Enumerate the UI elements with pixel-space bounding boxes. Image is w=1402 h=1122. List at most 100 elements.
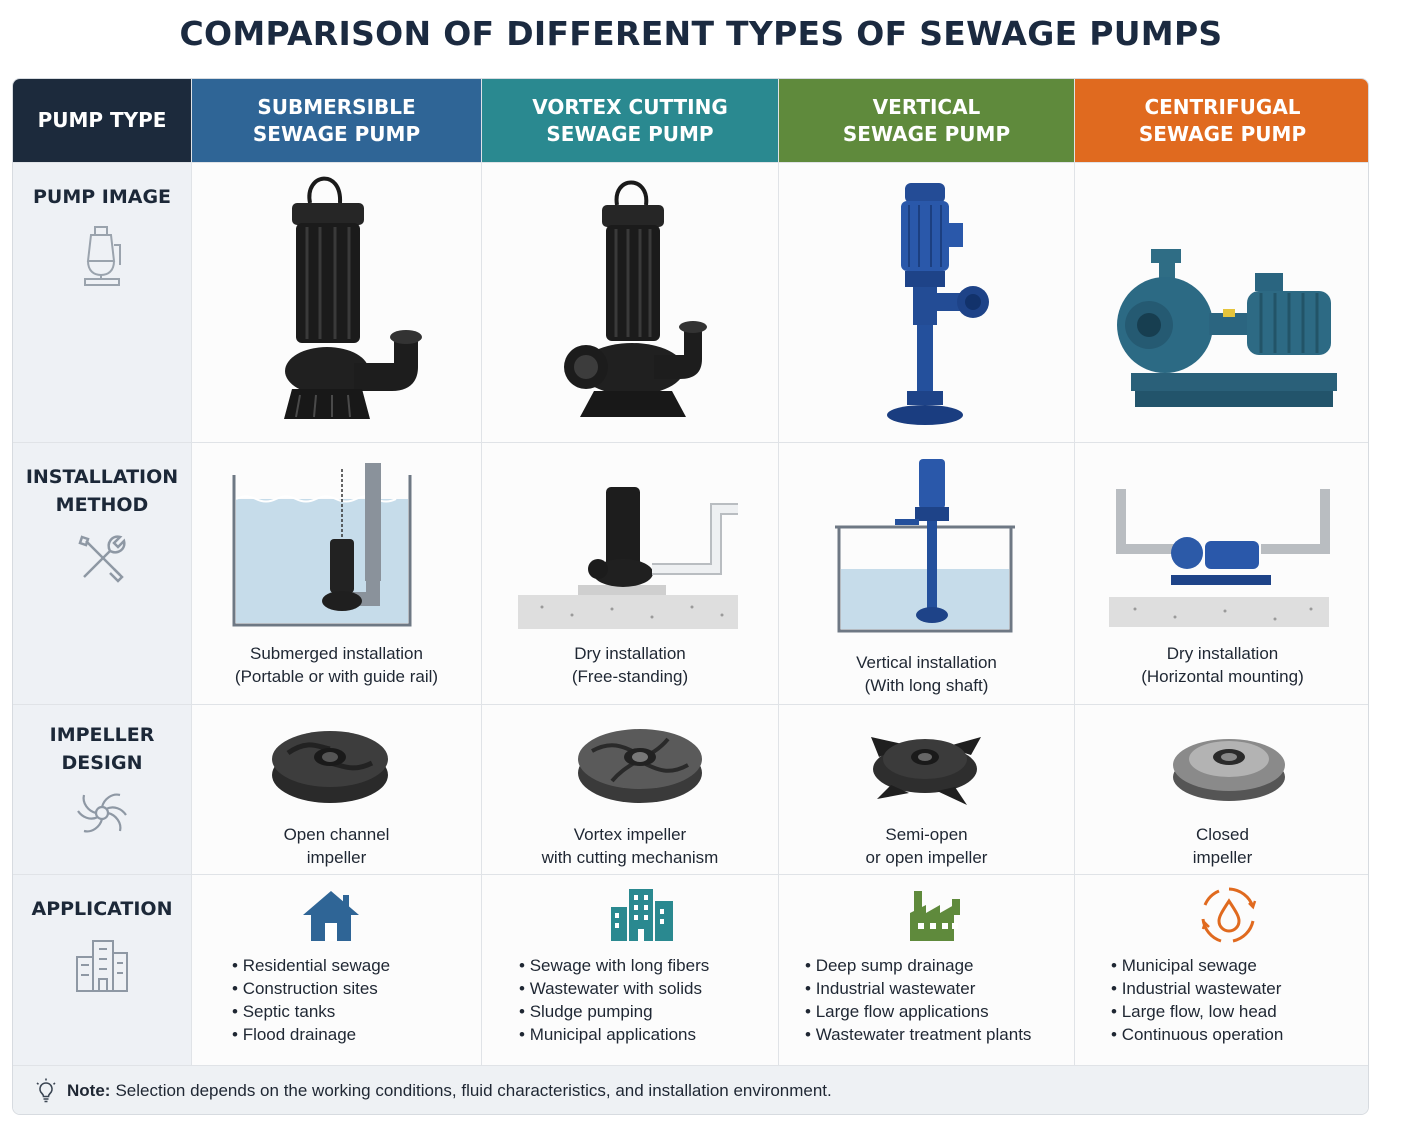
impeller-closed: Closed impeller bbox=[1075, 705, 1368, 875]
note-bar: Note: Selection depends on the working c… bbox=[13, 1066, 1368, 1114]
header-line1: CENTRIFUGAL bbox=[1144, 94, 1301, 119]
list-item: Sludge pumping bbox=[519, 1000, 709, 1023]
submersible-pump-image bbox=[284, 176, 422, 419]
impeller-caption: Closed impeller bbox=[1075, 823, 1368, 869]
caption-line1: Vertical installation bbox=[856, 653, 997, 672]
caption-line1: Closed bbox=[1196, 825, 1249, 844]
row-label-impeller: IMPELLER DESIGN bbox=[13, 705, 192, 875]
list-item: Residential sewage bbox=[232, 954, 390, 977]
caption-line1: Vortex impeller bbox=[573, 825, 687, 844]
list-item: Wastewater treatment plants bbox=[805, 1023, 1032, 1046]
row-label-text: APPLICATION bbox=[31, 898, 173, 920]
list-item: Large flow, low head bbox=[1111, 1000, 1283, 1023]
impeller-caption: Semi-open or open impeller bbox=[779, 823, 1074, 869]
lightbulb-icon bbox=[36, 1078, 56, 1103]
header-line2: SEWAGE PUMP bbox=[546, 121, 714, 146]
open-channel-impeller-image bbox=[272, 731, 388, 803]
row-label-line2: DESIGN bbox=[61, 752, 143, 774]
install-caption: Dry installation (Free-standing) bbox=[482, 642, 778, 688]
application-centrifugal: Municipal sewage Industrial wastewater L… bbox=[1075, 875, 1368, 1066]
caption-line2: (Horizontal mounting) bbox=[1141, 667, 1304, 686]
install-vortex: Dry installation (Free-standing) bbox=[482, 443, 779, 705]
list-item: Large flow applications bbox=[805, 1000, 1031, 1023]
impeller-open-channel: Open channel impeller bbox=[192, 705, 482, 875]
install-caption: Submerged installation (Portable or with… bbox=[192, 642, 481, 688]
header-line1: SUBMERSIBLE bbox=[257, 94, 416, 119]
note-label: Note: bbox=[67, 1081, 111, 1100]
install-caption: Dry installation (Horizontal mounting) bbox=[1075, 642, 1368, 688]
header-line2: SEWAGE PUMP bbox=[1138, 121, 1307, 146]
horizontal-install-diagram bbox=[1109, 489, 1330, 627]
caption-line1: Submerged installation bbox=[250, 644, 423, 663]
pump-image-centrifugal bbox=[1075, 163, 1368, 443]
house-icon bbox=[303, 891, 359, 941]
impeller-vortex: Vortex impeller with cutting mechanism bbox=[482, 705, 779, 875]
install-submersible: Submerged installation (Portable or with… bbox=[192, 443, 482, 705]
list-item: Wastewater with solids bbox=[519, 977, 709, 1000]
row-label-application: APPLICATION bbox=[13, 875, 192, 1066]
vortex-pump-image bbox=[564, 180, 707, 417]
list-item: Sewage with long fibers bbox=[519, 954, 710, 977]
row-label-line1: IMPELLER bbox=[49, 724, 155, 746]
caption-line1: Semi-open bbox=[885, 825, 968, 844]
application-vertical: Deep sump drainage Industrial wastewater… bbox=[779, 875, 1075, 1066]
list-item: Municipal applications bbox=[519, 1023, 709, 1046]
centrifugal-pump-image bbox=[1117, 249, 1337, 407]
header-line2: SEWAGE PUMP bbox=[842, 121, 1011, 146]
list-item: Industrial wastewater bbox=[805, 977, 1031, 1000]
city-buildings-icon bbox=[611, 889, 673, 941]
vortex-impeller-image bbox=[578, 729, 702, 803]
list-item: Industrial wastewater bbox=[1111, 977, 1283, 1000]
header-pump-type: PUMP TYPE bbox=[13, 79, 192, 163]
install-vertical: Vertical installation (With long shaft) bbox=[779, 443, 1075, 705]
pump-outline-icon bbox=[84, 226, 121, 286]
vertical-install-diagram bbox=[835, 459, 1015, 633]
caption-line1: Open channel bbox=[283, 825, 390, 844]
pump-image-submersible bbox=[192, 163, 482, 443]
buildings-icon bbox=[76, 940, 128, 992]
submerged-install-diagram bbox=[232, 463, 412, 627]
caption-line2: with cutting mechanism bbox=[541, 848, 719, 867]
impeller-caption: Open channel impeller bbox=[192, 823, 481, 869]
caption-line2: impeller bbox=[306, 848, 367, 867]
header-line1: VERTICAL bbox=[872, 94, 981, 119]
note-text: Selection depends on the working conditi… bbox=[115, 1081, 832, 1100]
application-submersible: Residential sewage Construction sites Se… bbox=[192, 875, 482, 1066]
closed-impeller-image bbox=[1173, 739, 1285, 801]
row-label-line1: INSTALLATION bbox=[25, 466, 179, 488]
semi-open-impeller-image bbox=[871, 737, 981, 805]
row-label-line2: METHOD bbox=[55, 494, 149, 516]
caption-line1: Dry installation bbox=[574, 644, 686, 663]
factory-icon bbox=[910, 891, 960, 941]
page-title: COMPARISON OF DIFFERENT TYPES OF SEWAGE … bbox=[179, 14, 1223, 53]
pump-image-vertical bbox=[779, 163, 1075, 443]
list-item: Flood drainage bbox=[232, 1023, 390, 1046]
vertical-pump-image bbox=[887, 183, 989, 425]
header-line2: SEWAGE PUMP bbox=[252, 121, 421, 146]
caption-line2: (Portable or with guide rail) bbox=[234, 667, 439, 686]
list-item: Municipal sewage bbox=[1111, 954, 1283, 977]
impeller-caption: Vortex impeller with cutting mechanism bbox=[482, 823, 778, 869]
impeller-icon bbox=[77, 793, 127, 833]
list-item: Continuous operation bbox=[1111, 1023, 1284, 1046]
caption-line2: or open impeller bbox=[865, 848, 988, 867]
application-vortex: Sewage with long fibers Wastewater with … bbox=[482, 875, 779, 1066]
tools-icon bbox=[78, 535, 126, 583]
application-list: Deep sump drainage Industrial wastewater… bbox=[805, 954, 1032, 1046]
impeller-semi-open: Semi-open or open impeller bbox=[779, 705, 1075, 875]
header-label: PUMP TYPE bbox=[37, 108, 167, 132]
application-list: Residential sewage Construction sites Se… bbox=[232, 954, 390, 1046]
install-centrifugal: Dry installation (Horizontal mounting) bbox=[1075, 443, 1368, 705]
list-item: Construction sites bbox=[232, 977, 390, 1000]
application-list: Municipal sewage Industrial wastewater L… bbox=[1111, 954, 1284, 1046]
caption-line2: impeller bbox=[1192, 848, 1253, 867]
water-cycle-icon bbox=[1201, 887, 1257, 943]
install-caption: Vertical installation (With long shaft) bbox=[779, 651, 1074, 697]
list-item: Septic tanks bbox=[232, 1000, 390, 1023]
caption-line2: (Free-standing) bbox=[571, 667, 689, 686]
caption-line1: Dry installation bbox=[1166, 644, 1279, 663]
